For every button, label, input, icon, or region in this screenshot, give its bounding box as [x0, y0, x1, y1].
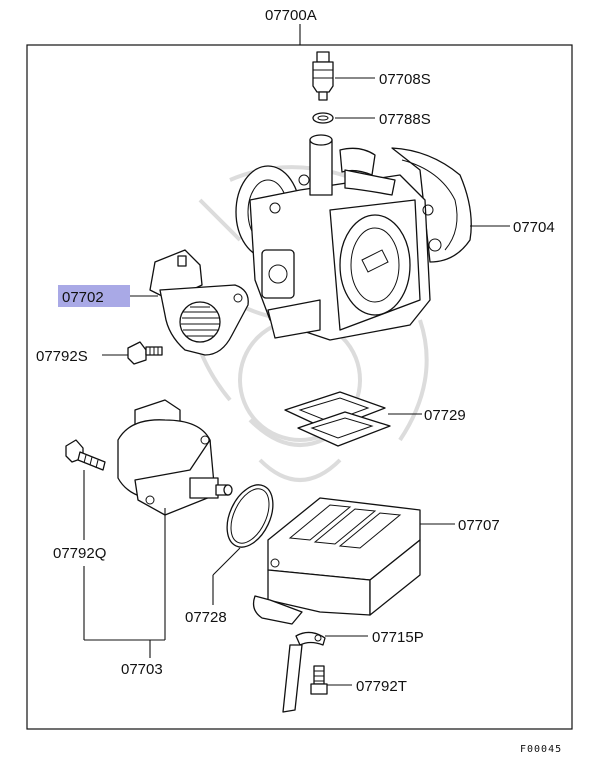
part-label-07788S[interactable]: 07788S	[379, 111, 431, 128]
part-label-07708S[interactable]: 07708S	[379, 71, 431, 88]
part-07703-drawing	[117, 399, 233, 516]
part-label-07707[interactable]: 07707	[458, 517, 500, 534]
figure-code: F00045	[520, 744, 562, 755]
part-label-07703[interactable]: 07703	[121, 661, 163, 678]
part-label-07729[interactable]: 07729	[424, 407, 466, 424]
part-07704-drawing	[235, 134, 472, 341]
assembly-label[interactable]: 07700A	[265, 7, 317, 24]
part-label-07715P[interactable]: 07715P	[372, 629, 424, 646]
part-label-07728[interactable]: 07728	[185, 609, 227, 626]
part-07702-drawing	[149, 249, 249, 356]
part-label-07792S[interactable]: 07792S	[36, 348, 88, 365]
leader-07728	[212, 547, 241, 576]
part-07792T-drawing	[310, 665, 328, 695]
part-07708S-drawing	[312, 51, 334, 101]
part-07728-drawing	[226, 484, 274, 548]
part-label-07702[interactable]: 07702	[62, 289, 104, 306]
part-07792S-drawing	[127, 341, 163, 365]
part-07715P-drawing	[282, 631, 326, 713]
part-label-07704[interactable]: 07704	[513, 219, 555, 236]
part-07788S-drawing	[312, 112, 334, 124]
part-07707-drawing	[252, 497, 421, 625]
part-07792Q-drawing	[65, 439, 106, 471]
highlight-07702	[58, 285, 130, 307]
diagram-frame	[26, 44, 573, 730]
part-label-07792Q[interactable]: 07792Q	[53, 545, 106, 562]
part-label-07792T[interactable]: 07792T	[356, 678, 407, 695]
part-07729-drawing	[284, 391, 391, 447]
